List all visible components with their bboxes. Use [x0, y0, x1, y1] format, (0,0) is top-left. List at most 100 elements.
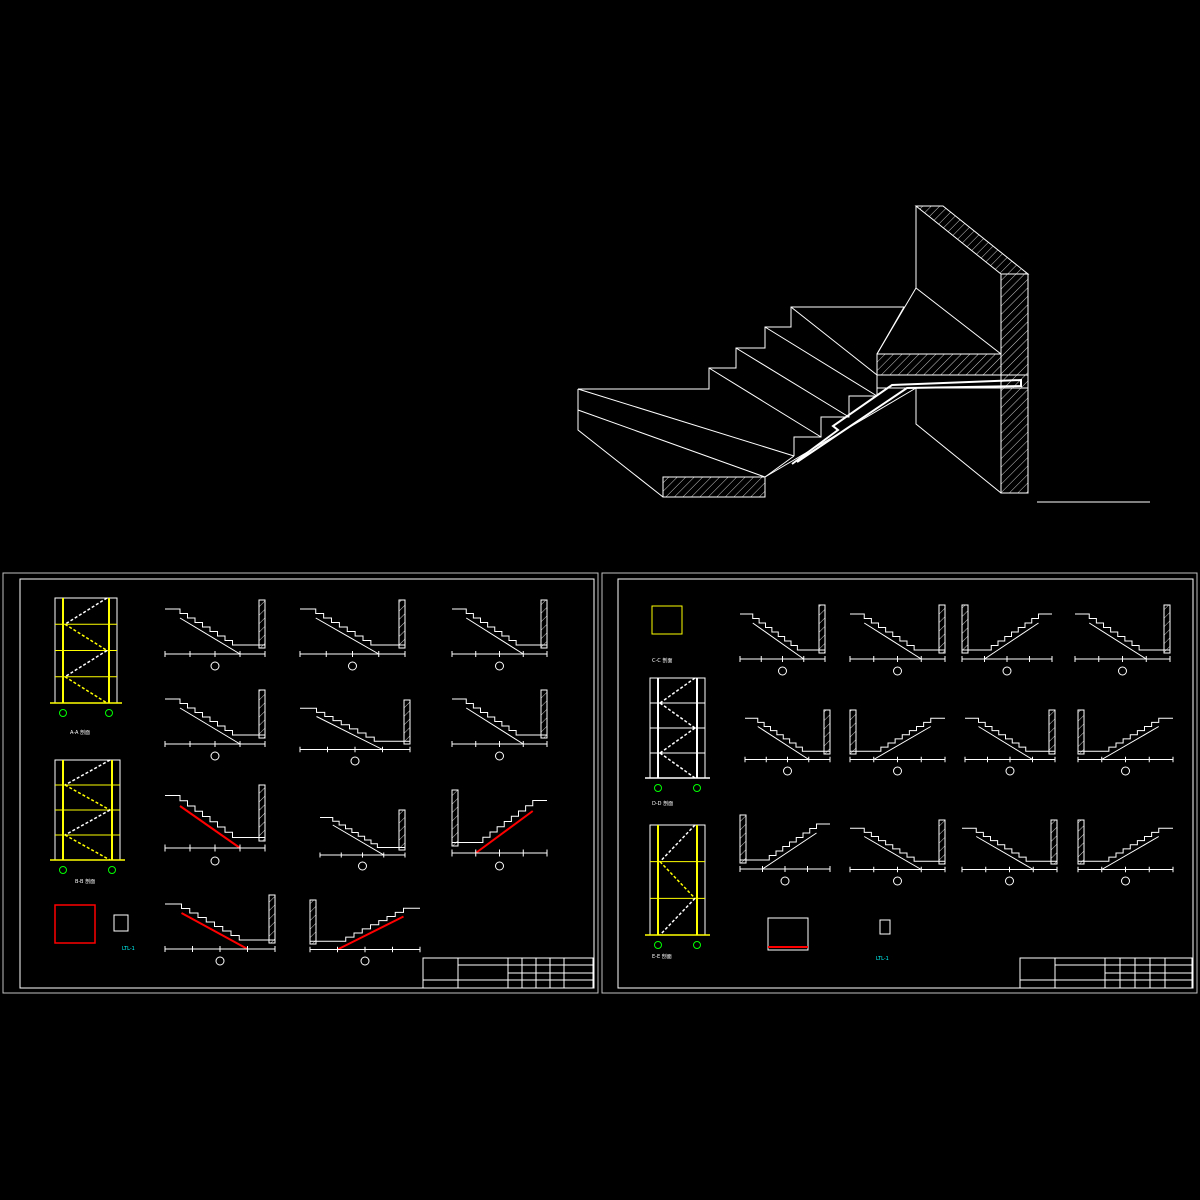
stair-slab [762, 832, 817, 870]
detail-number-bubble [358, 861, 367, 871]
stair-slab [316, 716, 383, 750]
detail-label: LTL-1 [876, 956, 889, 962]
detail-number-bubble [1005, 876, 1014, 886]
wall-hatch [258, 689, 266, 739]
stair-flight [965, 717, 1055, 752]
stair-flight [740, 613, 825, 651]
detail-number-bubble [495, 661, 504, 671]
stair-flight [452, 698, 547, 736]
stair-steps [578, 306, 905, 396]
stair-flight [962, 827, 1057, 862]
detail-number-bubble [1005, 766, 1015, 776]
stair-flight [452, 800, 547, 843]
stair-run [64, 649, 108, 678]
wall-hatch [540, 599, 548, 649]
stair-run [64, 834, 111, 861]
stair-slab [1101, 836, 1160, 870]
detail-number-bubble [1121, 766, 1130, 776]
stair-slab [465, 617, 524, 655]
wall-hatch [961, 604, 969, 654]
detail-number-bubble [360, 956, 370, 966]
isometric-stair-view [577, 205, 1150, 503]
stair-slab [315, 617, 379, 655]
wall-top [914, 205, 1030, 275]
sheet-left: A-A 剖面 B-B 剖面 LTL-1 [2, 572, 599, 994]
axis-bubble [693, 941, 701, 949]
stair-slab [978, 726, 1033, 760]
stair-run [659, 861, 696, 899]
stair-run [64, 809, 111, 836]
stair-slab [475, 810, 534, 854]
stair-flight [452, 608, 547, 646]
stair-flight [165, 903, 275, 941]
stair-flight [300, 707, 410, 742]
stair-slab [752, 622, 805, 660]
rebar [791, 378, 1022, 465]
stair-flight [300, 608, 405, 646]
stair-flight [1075, 613, 1170, 651]
wall-hatch [823, 709, 831, 755]
stair-slab [1101, 726, 1160, 760]
detail-number-bubble [893, 876, 902, 886]
wall-hatch [258, 599, 266, 649]
beam-detail [113, 914, 129, 932]
stair-slab [337, 915, 404, 951]
axis-bubble [108, 866, 116, 874]
stair-slab [984, 622, 1039, 660]
stair-slab [873, 726, 932, 760]
stair-flight [165, 608, 265, 646]
axis-bubble [654, 941, 662, 949]
wall-hatch [258, 784, 266, 842]
detail-number-bubble [210, 751, 220, 761]
stair-slab [181, 912, 248, 950]
section-title-aa: A-A 剖面 [70, 729, 90, 736]
stair-flight [850, 717, 945, 752]
beam-detail [879, 919, 891, 935]
stair-flight [962, 613, 1052, 651]
section-title-cc: C-C 剖面 [652, 657, 672, 664]
wall-hatch [1163, 604, 1171, 654]
axis-bubble [59, 709, 67, 717]
wall-hatch [849, 709, 857, 755]
wall-hatch [309, 899, 317, 945]
stair-slab [179, 617, 241, 655]
section-title-dd: D-D 剖面 [652, 800, 673, 807]
stair-run [64, 676, 108, 704]
wall-hatch [938, 604, 946, 654]
stair-flight [745, 717, 830, 752]
stair-run [64, 597, 108, 625]
stair-flight [1078, 827, 1173, 862]
stair-slab [179, 707, 241, 745]
stair-slab [465, 707, 524, 745]
section-title-bb: B-B 剖面 [75, 878, 95, 885]
wall-hatch [540, 689, 548, 739]
detail-number-bubble [1121, 876, 1130, 886]
detail-number-bubble [893, 766, 902, 776]
wall-hatch [1077, 819, 1085, 865]
detail-label: LTL-1 [122, 946, 135, 952]
stair-slab [975, 836, 1034, 870]
detail-number-bubble [350, 756, 360, 766]
detail-number-bubble [780, 876, 790, 886]
stair-run [659, 897, 696, 936]
stair-flight [165, 698, 265, 736]
wall-hatch [1050, 819, 1058, 865]
stair-slab [757, 726, 810, 760]
landing-slab [876, 353, 1002, 376]
stair-flight [740, 823, 830, 861]
title-block [1019, 957, 1193, 989]
wall-hatch [1077, 709, 1085, 755]
stair-run [659, 752, 696, 779]
detail-number-bubble [1002, 666, 1012, 676]
wall-hatch [1048, 709, 1056, 755]
axis-bubble [105, 709, 113, 717]
stair-flight [320, 817, 405, 848]
detail-number-bubble [1118, 666, 1127, 676]
stair-slab [863, 836, 922, 870]
wall-hatch [398, 809, 406, 851]
detail-number-bubble [778, 666, 787, 676]
stair-flight [310, 907, 420, 942]
stair-slab [863, 622, 922, 660]
detail-number-bubble [210, 661, 220, 671]
